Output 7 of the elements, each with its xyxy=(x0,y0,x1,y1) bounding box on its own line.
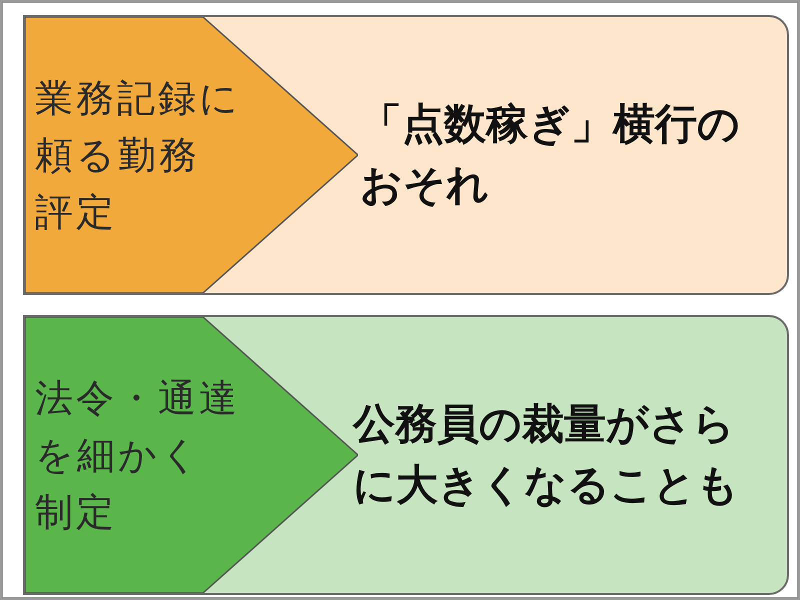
panel-box xyxy=(23,15,789,295)
chevron-banner xyxy=(25,17,358,293)
chevron-text: 業務記録に頼る勤務評定 xyxy=(35,74,242,236)
panel-text: 公務員の裁量がさらに大きくなることも xyxy=(353,398,740,511)
panel-box xyxy=(23,315,789,595)
panel-text: 「点数稼ぎ」横行のおそれ xyxy=(360,98,741,211)
chevron-text: 法令・通達を細かく制定 xyxy=(35,374,241,536)
